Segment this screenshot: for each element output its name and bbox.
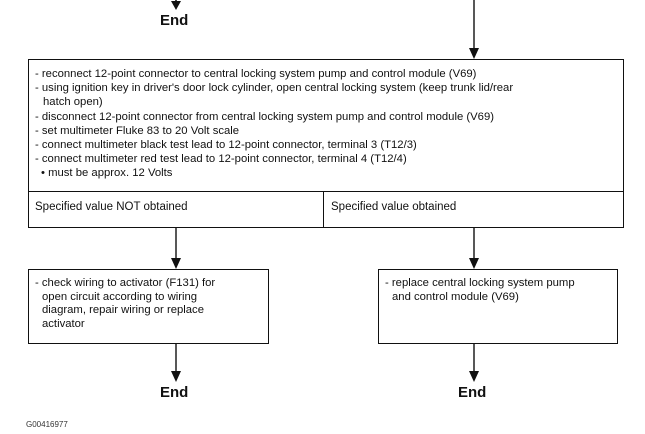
check-wiring-line-2: open circuit according to wiring	[42, 290, 198, 303]
procedure-step-6: - connect multimeter black test lead to …	[35, 139, 417, 152]
arrowhead-right-end	[469, 371, 479, 382]
replace-module-line-2: and control module (V69)	[392, 290, 519, 303]
procedure-steps: - reconnect 12-point connector to centra…	[35, 67, 513, 181]
arrowhead-left-branch	[171, 258, 181, 269]
check-wiring-line-3: diagram, repair wiring or replace	[42, 304, 204, 317]
procedure-step-5: - set multimeter Fluke 83 to 20 Volt sca…	[35, 124, 240, 137]
branch-separator	[323, 191, 324, 228]
end-label-right: End	[458, 384, 487, 401]
branch-obtained-label: Specified value obtained	[331, 201, 457, 213]
end-label-left: End	[160, 384, 189, 401]
procedure-step-4: - disconnect 12-point connector from cen…	[35, 110, 495, 123]
procedure-step-8: • must be approx. 12 Volts	[41, 167, 173, 180]
procedure-box: - reconnect 12-point connector to centra…	[28, 59, 624, 228]
end-label-top-left: End	[160, 12, 189, 29]
check-wiring-line-4: activator	[42, 317, 85, 330]
branch-not-obtained-label: Specified value NOT obtained	[35, 201, 188, 213]
procedure-step-2: - using ignition key in driver's door lo…	[35, 82, 514, 95]
branch-divider	[28, 191, 624, 192]
arrowhead-top-left	[171, 1, 181, 10]
figure-code: G00416977	[26, 420, 68, 429]
check-wiring-line-1: - check wiring to activator (F131) for	[35, 277, 216, 289]
procedure-step-1: - reconnect 12-point connector to centra…	[35, 68, 477, 80]
arrowhead-top-right	[469, 48, 479, 59]
arrowhead-right-branch	[469, 258, 479, 269]
procedure-step-3: hatch open)	[43, 96, 103, 109]
arrowhead-left-end	[171, 371, 181, 382]
procedure-step-7: - connect multimeter red test lead to 12…	[35, 153, 407, 166]
replace-module-line-1: - replace central locking system pump	[385, 277, 575, 289]
